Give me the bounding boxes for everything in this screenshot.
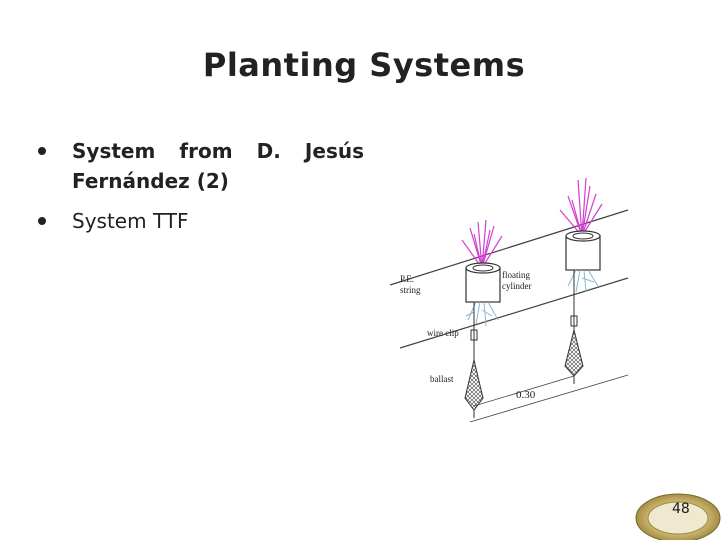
- ballast-icon: [464, 359, 484, 411]
- label-pe: P.E.: [400, 274, 414, 284]
- ballast-icon: [564, 329, 584, 377]
- lower-string-line: [399, 277, 629, 349]
- label-spacing: 0.30: [516, 389, 536, 401]
- roots-icon: [465, 301, 499, 327]
- label-wire-clip: wire clip: [427, 328, 459, 338]
- spacing-dimension-line: [473, 375, 575, 407]
- decorative-seal-icon: [635, 493, 721, 540]
- page-number: 48: [672, 501, 690, 517]
- label-ballast: ballast: [430, 374, 454, 384]
- base-line: [469, 374, 629, 423]
- upper-string-line: [389, 209, 629, 286]
- bullet-item-system-ttf: System TTF: [34, 206, 364, 236]
- bullet-list: System from D. Jesús Fernández (2) Syste…: [34, 136, 364, 236]
- bullet-text: System from D. Jesús Fernández (2): [72, 139, 364, 193]
- label-cylinder: cylinder: [502, 281, 532, 291]
- planting-system-diagram: P.E. string floating cylinder wire clip …: [389, 177, 629, 423]
- planting-unit-1: [461, 219, 503, 418]
- planting-unit-2: [559, 177, 603, 384]
- plant-leaves-icon: [559, 177, 603, 237]
- roots-icon: [567, 269, 599, 293]
- label-string: string: [400, 285, 421, 295]
- bullet-item-system-fernandez: System from D. Jesús Fernández (2): [34, 136, 364, 196]
- slide-title: Planting Systems: [202, 46, 526, 84]
- bullet-dot: [38, 217, 46, 225]
- label-floating: floating: [502, 270, 530, 280]
- bullet-dot: [38, 147, 46, 155]
- bullet-text: System TTF: [72, 209, 189, 233]
